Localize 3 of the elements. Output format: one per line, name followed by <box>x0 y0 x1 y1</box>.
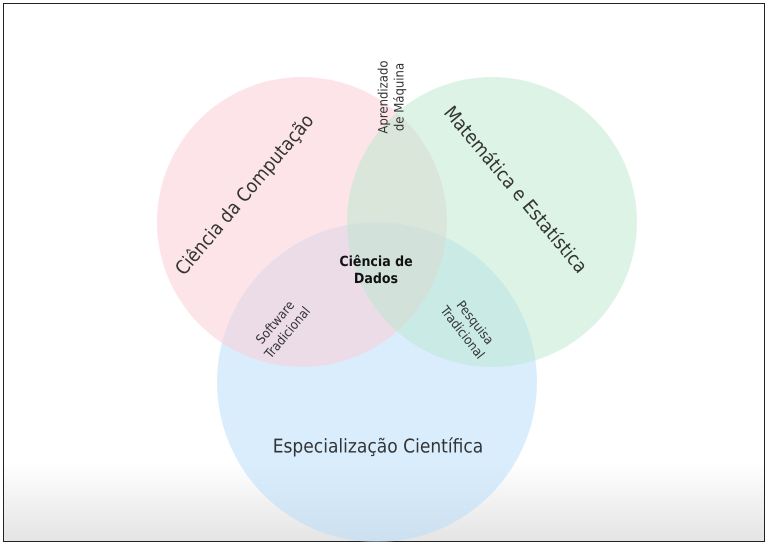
circle-title: Especialização Científica <box>272 436 484 458</box>
center-label: Ciência de Dados <box>338 254 414 288</box>
overlap-label: Aprendizado de Máquina <box>376 59 408 136</box>
